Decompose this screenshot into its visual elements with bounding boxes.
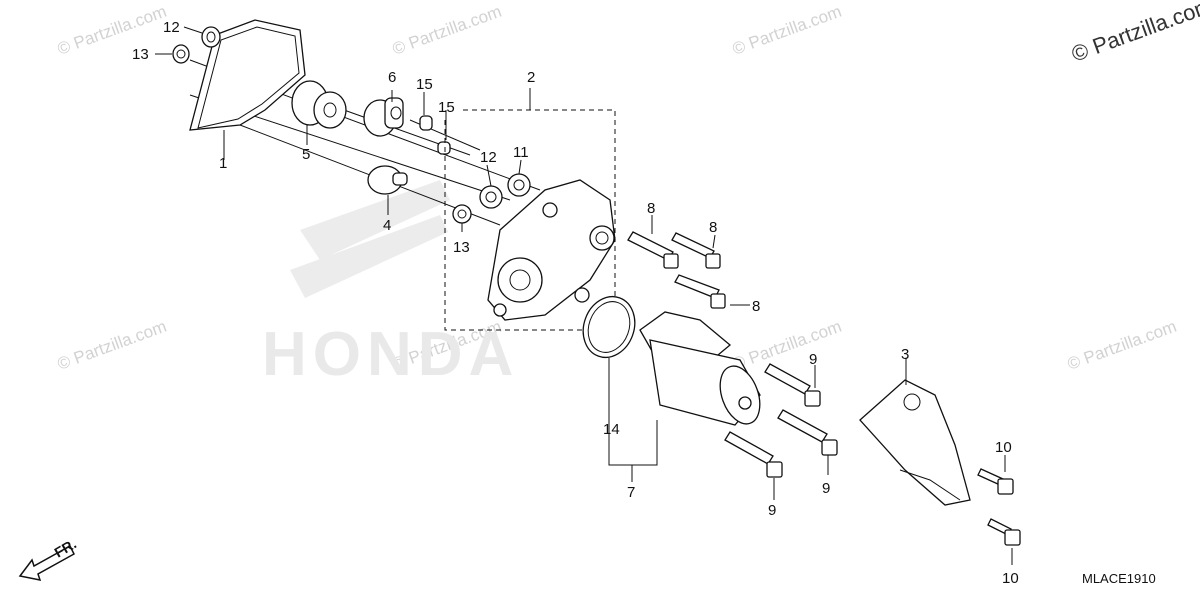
gasket-inner-edge: [197, 26, 300, 129]
o-ring[interactable]: [575, 289, 643, 364]
seal-ring[interactable]: [452, 204, 472, 224]
watermark-text: © Partzilla.com: [730, 317, 844, 374]
bolt-head: [997, 478, 1014, 495]
seal-ring-hole: [176, 49, 186, 59]
copyright-notice: © Partzilla.com: [1068, 0, 1200, 67]
dowel-pin[interactable]: [437, 141, 451, 155]
brand-watermark: HONDA: [262, 320, 519, 389]
dowel-pin[interactable]: [419, 115, 433, 131]
washer-hole: [206, 31, 216, 43]
washer[interactable]: [201, 26, 221, 48]
callout-1: 1: [219, 155, 227, 172]
callout-7: 7: [627, 484, 635, 501]
bolt-head: [766, 461, 783, 478]
callout-10: 10: [995, 439, 1012, 456]
diagram-code: MLACE1910: [1082, 571, 1156, 586]
arrow-icon: [18, 544, 75, 581]
front-direction-indicator: FR.: [18, 535, 79, 581]
bearing[interactable]: [507, 173, 531, 197]
shift-motor[interactable]: [639, 311, 767, 429]
watermark-text: © Partzilla.com: [55, 2, 169, 59]
callout-11: 11: [513, 144, 529, 161]
callout-15: 15: [416, 76, 433, 93]
callout-8: 8: [752, 298, 760, 315]
callout-10: 10: [1002, 570, 1019, 587]
callout-8: 8: [709, 219, 717, 236]
bolt-head: [804, 390, 821, 407]
bolt-head: [710, 293, 726, 309]
bearing-hole: [513, 179, 525, 191]
callout-labels: 1 2 3 4 5 6 7 8 8 8 9 9 9 10 10 11 12 12…: [132, 19, 1019, 587]
callout-9: 9: [822, 480, 830, 497]
callout-6: 6: [388, 69, 396, 86]
washer[interactable]: [479, 185, 503, 209]
bolt[interactable]: [777, 409, 828, 443]
callout-9: 9: [768, 502, 776, 519]
callout-15: 15: [438, 99, 455, 116]
gear-assembly[interactable]: [291, 80, 347, 129]
watermark-text: © Partzilla.com: [390, 2, 504, 59]
callout-12: 12: [163, 19, 180, 36]
callout-3: 3: [901, 346, 909, 363]
watermark-text: © Partzilla.com: [730, 2, 844, 59]
bolt-group-8[interactable]: [627, 231, 726, 309]
seal-ring[interactable]: [172, 44, 190, 64]
watermark-text: © Partzilla.com: [1065, 317, 1179, 374]
bolt[interactable]: [764, 363, 811, 395]
callout-14: 14: [603, 421, 620, 438]
bolt-head: [821, 439, 838, 456]
callout-12: 12: [480, 149, 497, 166]
leader-lines: [155, 26, 1013, 565]
callout-4: 4: [383, 217, 391, 234]
drive-gear[interactable]: [367, 165, 408, 195]
washer-hole: [485, 191, 497, 203]
callout-13: 13: [132, 46, 149, 63]
watermark-text: © Partzilla.com: [55, 317, 169, 374]
honda-wing-logo: [290, 180, 450, 298]
callout-2: 2: [527, 69, 535, 86]
callout-5: 5: [302, 146, 310, 163]
bolt[interactable]: [674, 274, 720, 299]
bolt[interactable]: [671, 232, 715, 259]
watermark-layer: © Partzilla.com © Partzilla.com © Partzi…: [55, 2, 1179, 389]
bolt-head: [705, 253, 721, 269]
bolt-group-9[interactable]: [724, 363, 838, 478]
bolt-head: [1004, 529, 1021, 546]
bolt-group-10[interactable]: [977, 468, 1021, 546]
seal-ring-hole: [457, 209, 467, 219]
bolt[interactable]: [724, 431, 774, 465]
bolt[interactable]: [627, 231, 674, 261]
o-ring-inner: [587, 301, 631, 353]
callout-8: 8: [647, 200, 655, 217]
idle-gear[interactable]: [363, 97, 404, 137]
motor-bracket: [608, 358, 658, 466]
motor-cover[interactable]: [859, 379, 971, 506]
bolt-head: [663, 253, 679, 269]
callout-13: 13: [453, 239, 470, 256]
motor-housing[interactable]: [487, 179, 616, 321]
callout-9: 9: [809, 351, 817, 368]
